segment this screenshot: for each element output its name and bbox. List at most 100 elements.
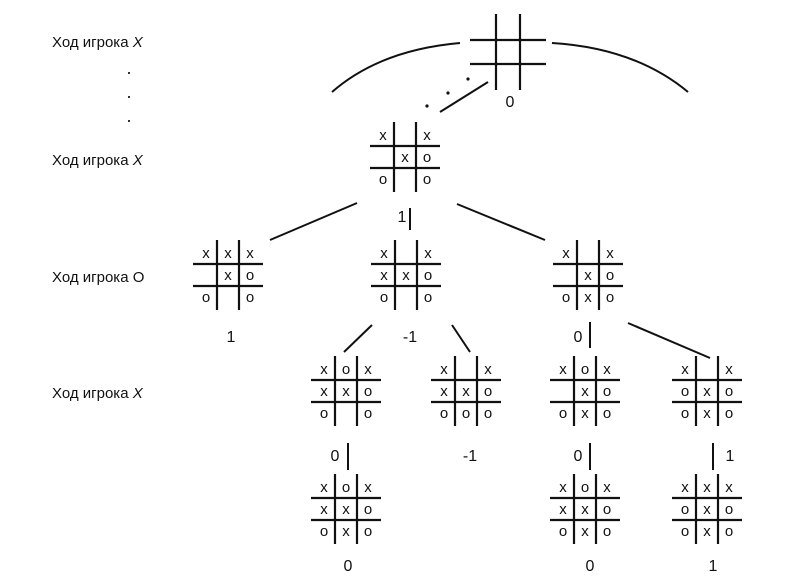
x-mark: x	[703, 523, 711, 540]
o-mark: o	[246, 267, 254, 284]
ellipsis-dot	[446, 91, 450, 95]
o-mark: o	[681, 405, 689, 422]
x-mark: x	[440, 361, 448, 378]
o-mark: o	[440, 405, 448, 422]
o-mark: o	[725, 405, 733, 422]
row-label-player: O	[132, 269, 145, 286]
o-mark: o	[603, 383, 611, 400]
o-mark: o	[581, 361, 589, 378]
x-mark: x	[364, 361, 372, 378]
x-mark: x	[484, 361, 492, 378]
node-value: 1	[398, 209, 407, 226]
x-mark: x	[320, 383, 328, 400]
node-value: -1	[463, 448, 477, 465]
x-mark: x	[681, 361, 689, 378]
row-label-2: Ход игрока X	[52, 152, 143, 169]
tree-edge	[451, 324, 471, 353]
o-mark: o	[603, 501, 611, 518]
o-mark: o	[581, 479, 589, 496]
x-mark: x	[202, 245, 210, 262]
node-value: 0	[574, 448, 583, 465]
x-mark: x	[224, 245, 232, 262]
o-mark: o	[423, 149, 431, 166]
x-mark: x	[703, 405, 711, 422]
x-mark: x	[320, 361, 328, 378]
x-mark: x	[581, 501, 589, 518]
x-mark: x	[423, 127, 431, 144]
x-mark: x	[380, 267, 388, 284]
x-mark: x	[364, 479, 372, 496]
row-label-prefix: Ход игрока	[52, 34, 129, 51]
o-mark: o	[725, 523, 733, 540]
tree-edge	[627, 322, 711, 359]
node-value: 1	[726, 448, 735, 465]
x-mark: x	[584, 289, 592, 306]
x-mark: x	[380, 245, 388, 262]
x-mark: x	[681, 479, 689, 496]
x-mark: x	[725, 361, 733, 378]
x-mark: x	[581, 405, 589, 422]
ellipsis-dot	[466, 77, 470, 81]
node-value: 0	[586, 558, 595, 575]
x-mark: x	[703, 479, 711, 496]
row-label-player: X	[132, 34, 143, 51]
o-mark: o	[364, 405, 372, 422]
o-mark: o	[364, 383, 372, 400]
board-root: 0	[470, 14, 546, 111]
tree-edge	[456, 203, 546, 241]
o-mark: o	[342, 361, 350, 378]
x-mark: x	[606, 245, 614, 262]
x-mark: x	[559, 361, 567, 378]
x-mark: x	[342, 523, 350, 540]
x-mark: x	[320, 501, 328, 518]
row-label-3: Ход игрока O	[52, 269, 144, 286]
vertical-ellipsis: ···	[126, 62, 132, 130]
x-mark: x	[462, 383, 470, 400]
x-mark: x	[401, 149, 409, 166]
row-label-player: X	[132, 152, 143, 169]
o-mark: o	[681, 383, 689, 400]
o-mark: o	[246, 289, 254, 306]
x-mark: x	[342, 383, 350, 400]
node-value: 0	[506, 94, 515, 111]
node-value: 1	[227, 329, 236, 346]
o-mark: o	[379, 171, 387, 188]
row-label-1: Ход игрока X	[52, 34, 143, 51]
x-mark: x	[703, 383, 711, 400]
o-mark: o	[603, 523, 611, 540]
node-value: 0	[331, 448, 340, 465]
o-mark: o	[562, 289, 570, 306]
x-mark: x	[584, 267, 592, 284]
o-mark: o	[342, 479, 350, 496]
x-mark: x	[424, 245, 432, 262]
root-left-arc	[331, 42, 461, 93]
o-mark: o	[202, 289, 210, 306]
x-mark: x	[440, 383, 448, 400]
x-mark: x	[725, 479, 733, 496]
x-mark: x	[342, 501, 350, 518]
x-mark: x	[224, 267, 232, 284]
o-mark: o	[380, 289, 388, 306]
o-mark: o	[462, 405, 470, 422]
x-mark: x	[562, 245, 570, 262]
tree-edge	[439, 81, 489, 113]
o-mark: o	[559, 405, 567, 422]
o-mark: o	[424, 267, 432, 284]
node-value: 1	[709, 558, 718, 575]
o-mark: o	[484, 383, 492, 400]
o-mark: o	[603, 405, 611, 422]
x-mark: x	[379, 127, 387, 144]
row-label-prefix: Ход игрока	[52, 269, 129, 286]
node-value: 0	[574, 329, 583, 346]
o-mark: o	[725, 383, 733, 400]
o-mark: o	[559, 523, 567, 540]
o-mark: o	[681, 523, 689, 540]
